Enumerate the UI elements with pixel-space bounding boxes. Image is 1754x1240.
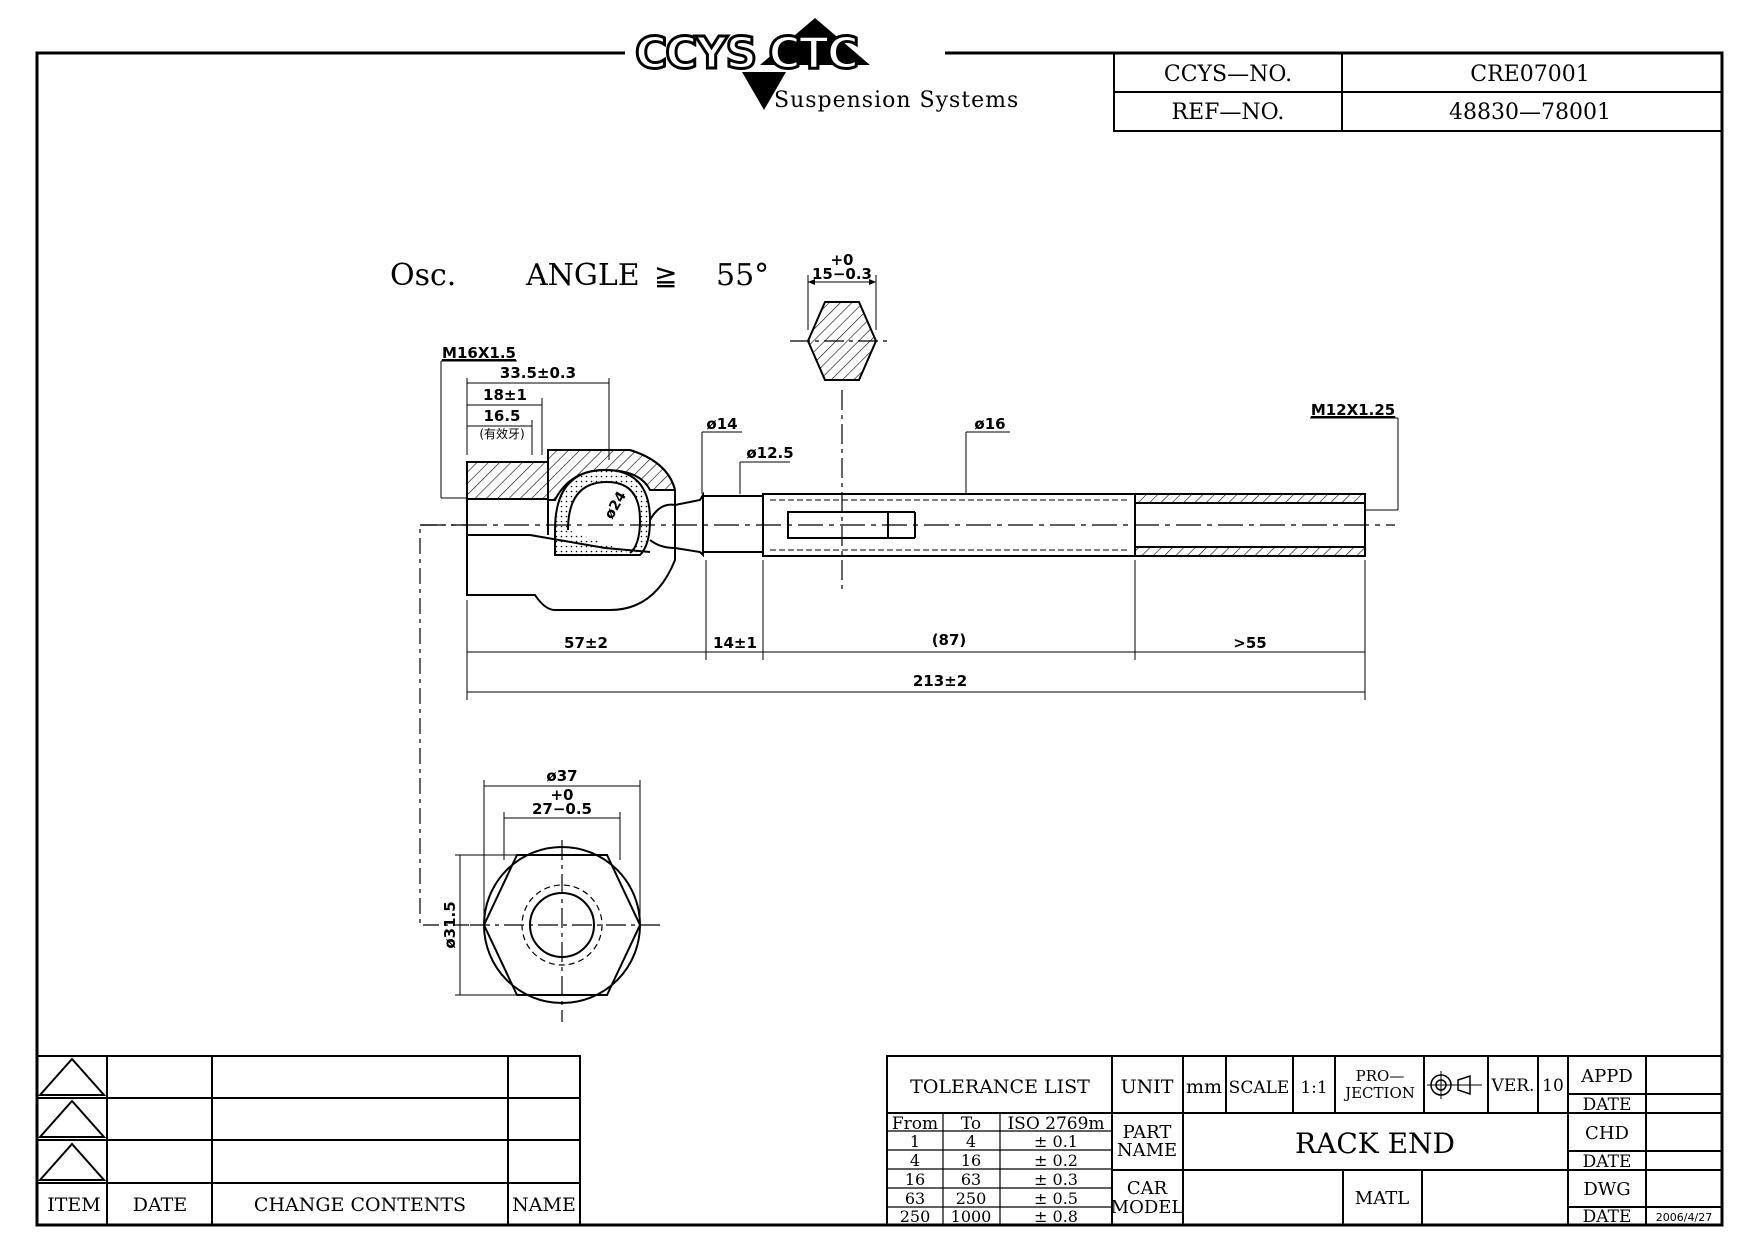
- tol-row-value: ± 0.1: [1034, 1132, 1078, 1151]
- tol-row-value: ± 0.8: [1034, 1207, 1078, 1226]
- rack-end-side-view: [420, 449, 1395, 611]
- chd-date-label: DATE: [1583, 1152, 1632, 1172]
- ver-label: VER.: [1491, 1076, 1535, 1096]
- tol-row-value: ± 0.3: [1034, 1170, 1078, 1189]
- projection-label-2: JECTION: [1343, 1084, 1415, 1102]
- tol-row-value: ± 0.5: [1034, 1189, 1078, 1208]
- dwg-date-value: 2006/4/27: [1656, 1211, 1712, 1224]
- tol-header-from: From: [892, 1114, 938, 1134]
- part-name-label-2: NAME: [1117, 1140, 1177, 1161]
- rev-header-name: NAME: [512, 1194, 576, 1216]
- angle-label: ANGLE: [525, 258, 640, 293]
- rev-header-date: DATE: [133, 1194, 187, 1216]
- tol-row-from: 16: [905, 1170, 925, 1189]
- tol-row-from: 4: [910, 1151, 920, 1170]
- projection-label-1: PRO—: [1356, 1067, 1405, 1085]
- drawing-id-table: [1113, 52, 1723, 132]
- dim-d14: ø14: [706, 415, 737, 433]
- tol-row-from: 250: [900, 1207, 931, 1226]
- dwg-label: DWG: [1583, 1179, 1630, 1200]
- revision-table: [36, 1055, 581, 1226]
- dim-d31-5: ø31.5: [441, 901, 459, 948]
- tol-header-iso: ISO 2769m: [1007, 1114, 1104, 1134]
- osc-label: Osc.: [390, 258, 456, 293]
- unit-value: mm: [1186, 1076, 1222, 1098]
- ref-no-label: REF—NO.: [1172, 100, 1285, 125]
- rev-header-change: CHANGE CONTENTS: [254, 1194, 466, 1216]
- diameter-leaders: [701, 417, 1399, 511]
- thread-left-label: M16X1.5: [442, 344, 516, 362]
- ref-no-value: 48830—78001: [1449, 100, 1611, 125]
- dim-d12-5: ø12.5: [746, 444, 793, 462]
- effective-thread-note: (有效牙): [479, 426, 524, 441]
- car-model-label-1: CAR: [1127, 1178, 1168, 1199]
- dim-87: (87): [932, 631, 967, 649]
- appd-date-label: DATE: [1583, 1095, 1632, 1115]
- end-view: [455, 780, 660, 1022]
- unit-label: UNIT: [1121, 1076, 1174, 1098]
- dim-14: 14±1: [713, 634, 757, 652]
- logo-text: CCYS CTC: [635, 28, 857, 79]
- thread-right-label: M12X1.25: [1311, 401, 1395, 419]
- tol-row-value: ± 0.2: [1034, 1151, 1078, 1170]
- rev-header-item: ITEM: [47, 1194, 101, 1216]
- dwg-date-label: DATE: [1583, 1207, 1632, 1227]
- scale-label: SCALE: [1229, 1078, 1290, 1098]
- end-tol-main: 27−0.5: [532, 800, 592, 818]
- tol-row-to: 63: [961, 1170, 981, 1189]
- tol-row-from: 1: [910, 1132, 920, 1151]
- angle-symbol: ≧: [654, 259, 677, 292]
- sheet-border: [35, 51, 1724, 1227]
- dim-213: 213±2: [913, 672, 967, 690]
- part-name-value: RACK END: [1295, 1127, 1455, 1160]
- tolerance-list-title: TOLERANCE LIST: [910, 1076, 1090, 1098]
- hex-section-view: [790, 275, 890, 590]
- dim-d16: ø16: [974, 415, 1005, 433]
- tol-row-to: 16: [961, 1151, 981, 1170]
- company-logo: CCYS CTC Suspension Systems: [625, 18, 1019, 113]
- tol-row-to: 4: [966, 1132, 976, 1151]
- dim-33-5: 33.5±0.3: [500, 364, 576, 382]
- tol-header-to: To: [961, 1114, 981, 1134]
- hex-tol-upper: +0: [830, 251, 853, 269]
- logo-subtitle: Suspension Systems: [774, 88, 1019, 113]
- dim-d37: ø37: [546, 767, 577, 785]
- car-model-label-2: MODEL: [1111, 1197, 1184, 1218]
- length-dimensions: [466, 560, 1366, 700]
- chd-label: CHD: [1585, 1123, 1629, 1144]
- part-name-label-1: PART: [1123, 1122, 1172, 1143]
- tol-row-to: 1000: [951, 1207, 992, 1226]
- dim-18: 18±1: [483, 386, 527, 404]
- matl-label: MATL: [1355, 1188, 1409, 1209]
- top-dimensions: [440, 360, 610, 499]
- dim-16-5: 16.5: [483, 407, 520, 425]
- tol-row-from: 63: [905, 1189, 925, 1208]
- ver-value: 10: [1542, 1076, 1564, 1096]
- scale-value: 1:1: [1300, 1078, 1327, 1098]
- dim-55: >55: [1233, 634, 1266, 652]
- tol-row-to: 250: [956, 1189, 987, 1208]
- end-tol-upper: +0: [550, 786, 573, 804]
- title-block: [886, 1055, 1723, 1226]
- ccys-no-value: CRE07001: [1470, 62, 1589, 87]
- angle-value: 55°: [716, 258, 769, 293]
- appd-label: APPD: [1580, 1066, 1633, 1087]
- dim-57: 57±2: [564, 634, 608, 652]
- hex-tol-main: 15−0.3: [812, 265, 872, 283]
- ccys-no-label: CCYS—NO.: [1164, 62, 1292, 87]
